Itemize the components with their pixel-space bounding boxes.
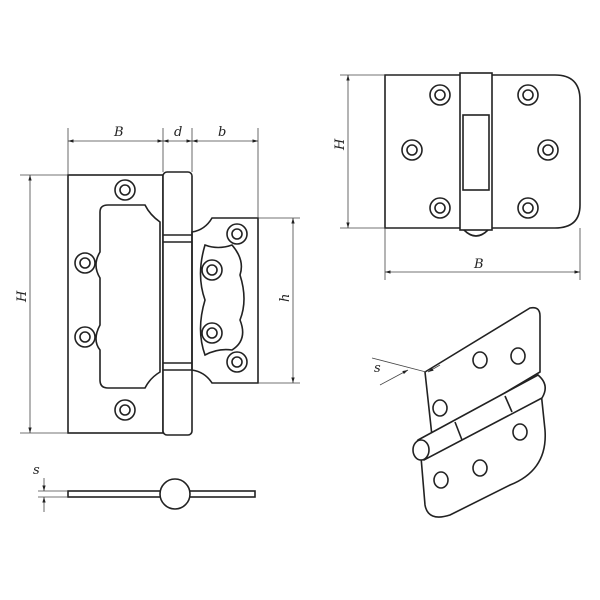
dim-label-s: s [33, 463, 40, 478]
front-view-hinge: B d b H h [15, 125, 300, 436]
perspective-view-hinge: s [371, 306, 546, 518]
dimension-lines [20, 128, 300, 434]
dim-label-s-perspective: s [374, 361, 381, 376]
closed-view-hinge: H B [333, 72, 581, 280]
screw-holes [74, 179, 248, 421]
right-leaf-cutout [199, 243, 245, 357]
left-leaf [67, 174, 164, 434]
dim-label-H-closed: H [333, 138, 348, 151]
dim-label-B-closed: B [473, 257, 484, 272]
leaf-cutout [95, 204, 161, 389]
knuckle [162, 171, 193, 436]
dim-label-H: H [15, 290, 30, 303]
dim-label-d: d [174, 125, 182, 140]
dim-label-b: b [218, 125, 226, 140]
right-leaf [191, 217, 259, 384]
dim-label-B: B [113, 125, 124, 140]
dim-label-h: h [278, 294, 293, 302]
side-view-hinge: s [33, 463, 256, 512]
